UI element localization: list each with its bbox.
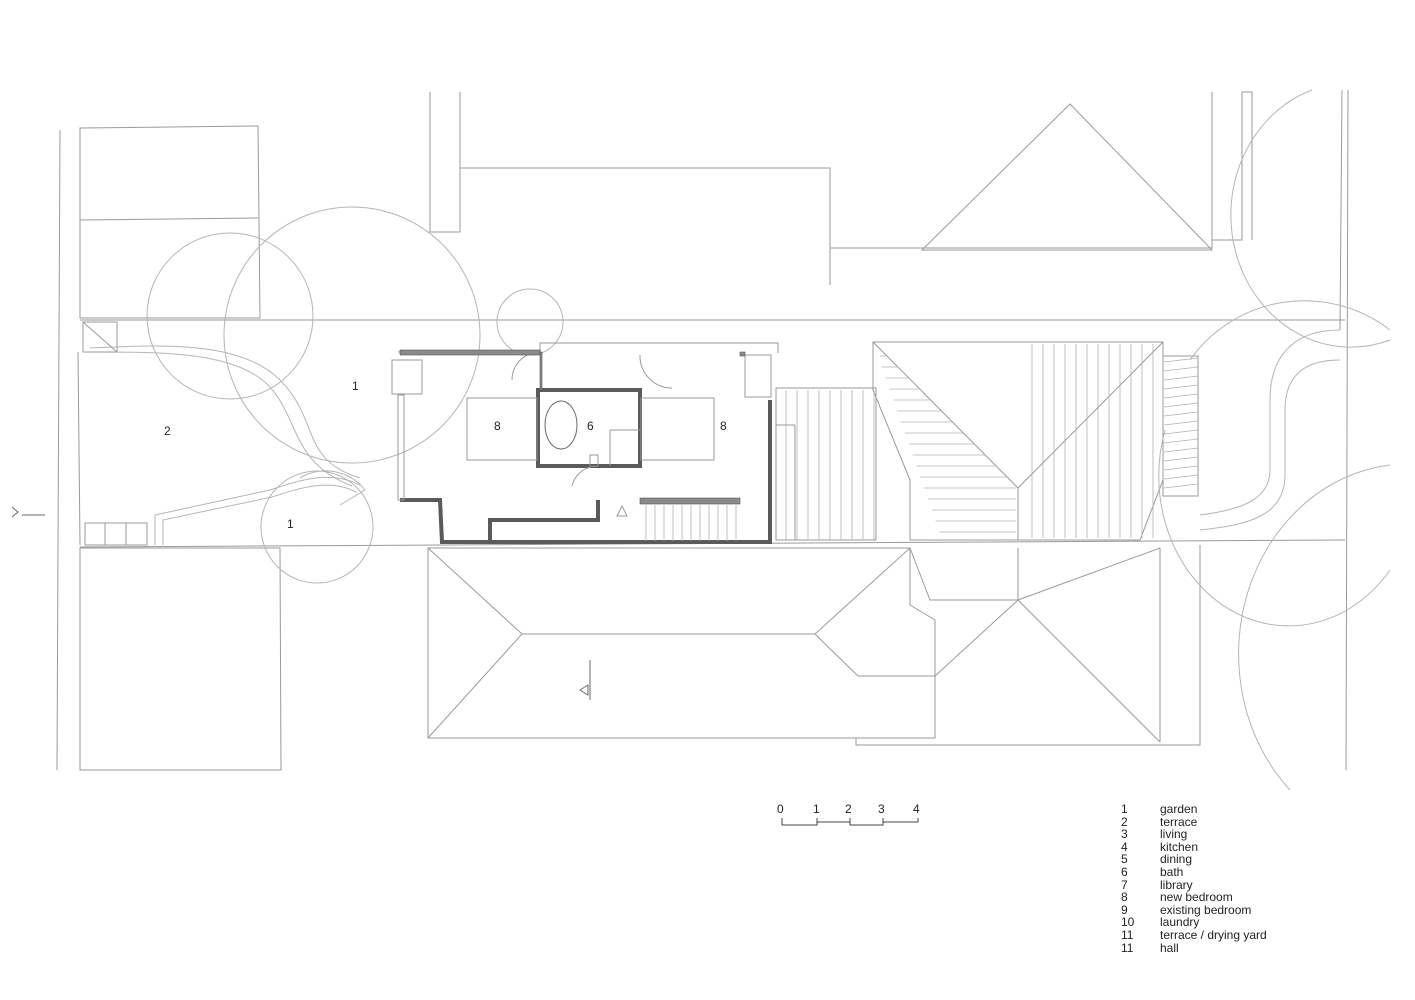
- south-roof: [427, 545, 1201, 746]
- legend-row: 8 new bedroom: [1121, 891, 1267, 904]
- legend-label: laundry: [1160, 915, 1200, 930]
- legend-label: hall: [1160, 940, 1179, 955]
- room-label-bedroom-left: 8: [494, 419, 501, 433]
- legend-label: kitchen: [1160, 839, 1199, 854]
- legend-row: 4 kitchen: [1121, 841, 1267, 854]
- hatch-line: [1163, 420, 1199, 426]
- legend-row: 10 laundry: [1121, 916, 1267, 929]
- section-markers: [11, 506, 591, 700]
- legend-row: 1 garden: [1121, 803, 1267, 816]
- legend-number: 4: [1121, 839, 1128, 854]
- legend-row: 3 living: [1121, 828, 1267, 841]
- legend-label: new bedroom: [1160, 890, 1233, 905]
- scale-tick: 4: [913, 802, 920, 816]
- legend: 1 garden 2 terrace 3 living 4 kitchen 5 dinin…: [1121, 803, 1267, 954]
- legend-number: 9: [1121, 902, 1128, 917]
- room-label-terrace: 2: [164, 424, 171, 438]
- legend-label: bath: [1160, 864, 1184, 879]
- scale-tick: 3: [878, 802, 885, 816]
- legend-label: terrace / drying yard: [1160, 927, 1267, 942]
- hatch-line: [1163, 411, 1199, 417]
- legend-label: living: [1160, 827, 1188, 842]
- hatch-line: [1163, 393, 1199, 399]
- legend-row: 9 existing bedroom: [1121, 904, 1267, 917]
- legend-row: 11 hall: [1121, 940, 1267, 955]
- room-labels: 1 1 2 8 6 8: [164, 379, 727, 531]
- scale-tick: 2: [845, 802, 852, 816]
- hipped-roof: [872, 341, 1164, 541]
- hatch-line: [1163, 375, 1199, 381]
- legend-row: 11 terrace / drying yard: [1121, 929, 1267, 942]
- legend-number: 11: [1121, 927, 1134, 942]
- hatch-line: [1163, 366, 1199, 372]
- garden-paths: [89, 329, 1341, 545]
- legend-row: 6 bath: [1121, 866, 1267, 879]
- legend-number: 10: [1121, 915, 1135, 930]
- legend-label: existing bedroom: [1160, 902, 1252, 917]
- legend-number: 8: [1121, 890, 1128, 905]
- legend-number: 2: [1121, 814, 1128, 829]
- hatch-line: [1163, 456, 1199, 462]
- hatch-line: [1163, 429, 1199, 435]
- hatch-line: [1163, 357, 1199, 363]
- hatch-line: [1163, 483, 1199, 489]
- room-label-garden-lower: 1: [287, 517, 294, 531]
- room-label-garden-upper: 1: [352, 379, 359, 393]
- room-label-bedroom-right: 8: [720, 419, 727, 433]
- legend-label: terrace: [1160, 814, 1198, 829]
- legend-number: 6: [1121, 864, 1128, 879]
- hatch-line: [1163, 402, 1199, 408]
- legend-label: garden: [1160, 802, 1198, 816]
- legend-number: 1: [1121, 802, 1128, 816]
- scale-tick: 1: [813, 802, 820, 816]
- scale-bar: 0 1 2 3 4: [772, 802, 932, 832]
- legend-label: dining: [1160, 852, 1193, 867]
- room-label-bath: 6: [587, 419, 594, 433]
- terrace-edges: [77, 321, 148, 546]
- site-boundaries: [56, 89, 1349, 771]
- bedroom-pavilion: [391, 342, 796, 544]
- legend-number: 7: [1121, 877, 1128, 892]
- hatch-line: [1163, 465, 1199, 471]
- hatch-line: [1163, 474, 1199, 480]
- scale-bar-graphic: [781, 818, 919, 826]
- legend-row: 5 dining: [1121, 853, 1267, 866]
- legend-label: library: [1160, 877, 1193, 892]
- legend-row: 2 terrace: [1121, 814, 1267, 829]
- scale-tick: 0: [777, 802, 784, 816]
- decking: [775, 355, 1199, 541]
- hatch-line: [1163, 438, 1199, 444]
- neighbouring-buildings: [79, 91, 1253, 771]
- hatch-line: [1163, 384, 1199, 390]
- tree-canopies: [146, 89, 1391, 791]
- hatch-line: [1163, 447, 1199, 453]
- legend-number: 3: [1121, 827, 1128, 842]
- legend-number: 11: [1121, 940, 1134, 955]
- legend-row: 7 library: [1121, 877, 1267, 892]
- legend-number: 5: [1121, 852, 1128, 867]
